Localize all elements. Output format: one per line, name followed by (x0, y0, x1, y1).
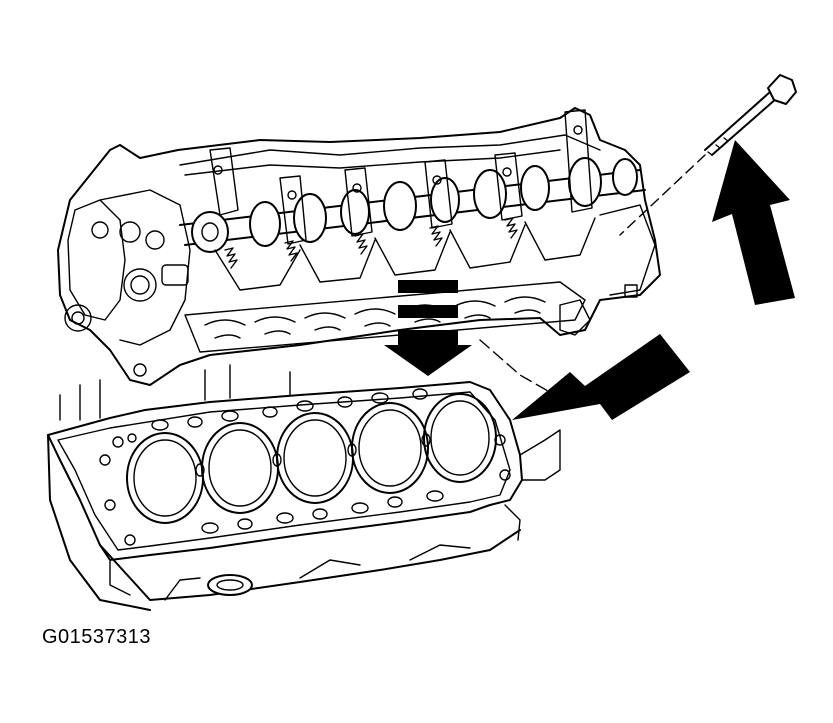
camshaft-lobes (191, 157, 638, 253)
cylinder-head (57, 107, 661, 386)
arrow-left-double (512, 334, 690, 420)
bearing-caps (209, 109, 593, 245)
valve-springs (224, 217, 518, 269)
cylinder-bores (126, 393, 497, 524)
arrow-down (384, 280, 472, 376)
figure-id-label: G01537313 (42, 626, 152, 648)
head-gasket (47, 381, 523, 561)
coolant-holes (99, 388, 511, 546)
head-bolt (619, 74, 797, 236)
engine-block (47, 364, 561, 611)
arrow-up (712, 140, 795, 305)
